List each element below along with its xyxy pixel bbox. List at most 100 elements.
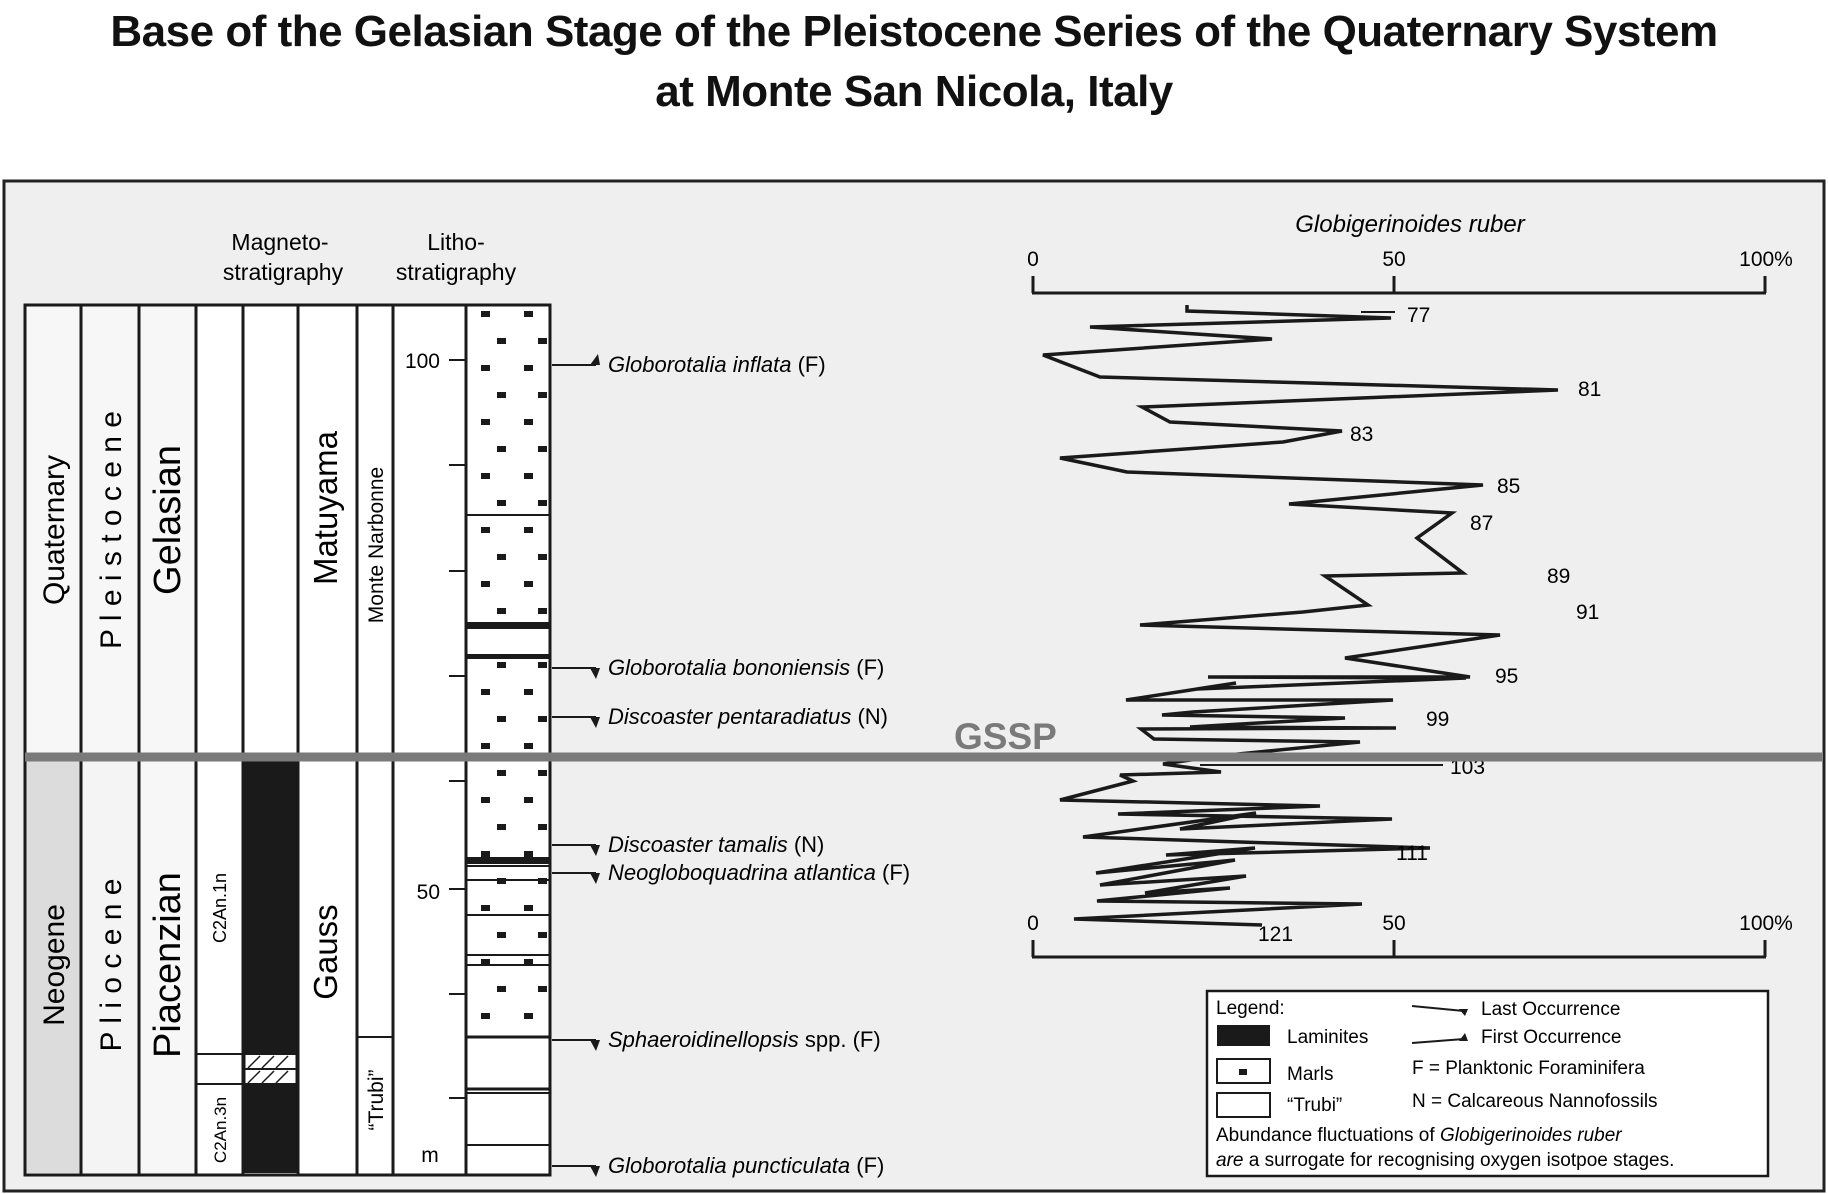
bioevent-species: Neogloboquadrina atlantica <box>608 860 876 885</box>
depth-label-100: 100 <box>405 350 440 373</box>
last-occurrence-marker <box>590 668 600 679</box>
ruber-top-axis <box>1031 276 1767 295</box>
figure-title: Base of the Gelasian Stage of the Pleist… <box>0 2 1828 122</box>
magneto-header-2: stratigraphy <box>223 259 344 285</box>
legend-note-species: Globigerinoides ruber <box>1440 1125 1622 1146</box>
subchron-column <box>194 303 245 1177</box>
stage-label: 111 <box>1396 842 1428 865</box>
marl-dot <box>497 554 506 560</box>
marl-dot <box>481 743 490 749</box>
marl-dot <box>497 986 506 992</box>
marl-dot <box>538 986 547 992</box>
first-occurrence-marker <box>590 354 600 365</box>
stage-label: 83 <box>1350 423 1373 446</box>
pliocene-block <box>82 757 138 1173</box>
legend-trubi-swatch <box>1216 1092 1271 1118</box>
system-neogene: Neogene <box>38 904 71 1026</box>
legend-marls: Marls <box>1287 1064 1333 1085</box>
legend: Legend: Laminites Marls “Trubi” Last Occ… <box>1205 989 1770 1178</box>
marl-dot <box>481 1013 490 1019</box>
title-line-2: at Monte San Nicola, Italy <box>655 67 1173 116</box>
series-pliocene: P l i o c e n e <box>95 879 128 1052</box>
litho-monte-narbonne: Monte Narbonne <box>365 467 388 623</box>
chron-matuyama: Matuyama <box>307 430 344 585</box>
ruber-bottom-axis <box>1031 940 1767 959</box>
legend-first-occurrence: First Occurrence <box>1481 1027 1621 1048</box>
marl-dot <box>1239 1069 1247 1075</box>
legend-laminites: Laminites <box>1287 1027 1368 1048</box>
gssp-label: GSSP <box>954 716 1057 757</box>
marl-dot <box>538 338 547 344</box>
bioevent-label: Neogloboquadrina atlantica (F) <box>608 860 910 885</box>
bioevent-label: Sphaeroidinellopsis spp. (F) <box>608 1027 881 1052</box>
stage-label: 87 <box>1470 512 1493 535</box>
last-occurrence-marker <box>590 1166 600 1177</box>
bioevent-species: Discoaster pentaradiatus <box>608 704 851 729</box>
stage-label: 77 <box>1407 304 1430 327</box>
last-occurrence-marker <box>590 1040 600 1051</box>
marl-dot <box>497 338 506 344</box>
bioevent-label: Discoaster pentaradiatus (N) <box>608 704 888 729</box>
marl-dot <box>481 311 490 317</box>
neogene-block <box>26 757 80 1173</box>
marl-dot <box>497 608 506 614</box>
legend-note-line-1: Abundance fluctuations of Globigerinoide… <box>1216 1125 1622 1146</box>
legend-n-definition: N = Calcareous Nannofossils <box>1412 1091 1658 1112</box>
depth-column <box>391 303 468 1177</box>
marl-dot <box>481 851 490 857</box>
marl-dot <box>524 743 533 749</box>
subchron-c2an1n: C2An.1n <box>210 873 230 943</box>
legend-title: Legend: <box>1216 998 1285 1019</box>
top-axis-50: 50 <box>1382 248 1405 271</box>
lithology-column <box>464 303 552 1177</box>
marl-dot <box>497 716 506 722</box>
marl-dot <box>524 581 533 587</box>
stage-label: 99 <box>1426 708 1449 731</box>
marl-dot <box>538 608 547 614</box>
marl-dot <box>524 959 533 965</box>
marl-dot <box>481 689 490 695</box>
marl-dot <box>538 824 547 830</box>
marl-dot <box>497 392 506 398</box>
bioevent-species: Globorotalia inflata <box>608 352 791 377</box>
marl-dot <box>524 1013 533 1019</box>
bioevent-qualifier: (N) <box>851 704 888 729</box>
legend-f-definition: F = Planktonic Foraminifera <box>1412 1058 1645 1079</box>
marl-dot <box>524 527 533 533</box>
marl-dot <box>538 716 547 722</box>
depth-label-50: 50 <box>417 881 440 904</box>
stage-column <box>137 303 198 1177</box>
last-occurrence-marker <box>590 845 600 856</box>
litho-header-1: Litho- <box>427 229 485 255</box>
marl-dot <box>538 932 547 938</box>
lithounit-column <box>355 303 395 1177</box>
marl-dot <box>497 932 506 938</box>
marl-dot <box>497 662 506 668</box>
legend-last-occurrence: Last Occurrence <box>1481 999 1620 1020</box>
isotope-stage-labels: 77 81 83 85 87 89 91 95 99 103 111 121 <box>1200 304 1601 946</box>
marl-dot <box>524 311 533 317</box>
ruber-title: Globigerinoides ruber <box>1295 211 1525 238</box>
legend-box <box>1205 989 1770 1178</box>
marl-dot <box>524 419 533 425</box>
stage-label: 89 <box>1547 565 1570 588</box>
marl-dot <box>524 473 533 479</box>
marl-dot <box>497 770 506 776</box>
stage-label: 91 <box>1576 601 1599 624</box>
marl-dot <box>481 473 490 479</box>
marl-dot <box>481 365 490 371</box>
marl-dot <box>497 500 506 506</box>
legend-trubi: “Trubi” <box>1287 1095 1342 1116</box>
litho-header-2: stratigraphy <box>396 259 517 285</box>
bottom-axis-50: 50 <box>1382 912 1405 935</box>
marl-dot <box>538 770 547 776</box>
stage-label: 85 <box>1497 475 1520 498</box>
first-occurrence-symbol <box>1411 1033 1468 1044</box>
ruber-abundance-curve <box>1042 305 1559 927</box>
marl-dot <box>538 446 547 452</box>
lithology-beds <box>466 311 550 1146</box>
last-occurrence-symbol <box>1411 1005 1468 1016</box>
last-occurrence-marker <box>590 717 600 728</box>
bioevent-species: Globorotalia puncticulata <box>608 1153 850 1178</box>
